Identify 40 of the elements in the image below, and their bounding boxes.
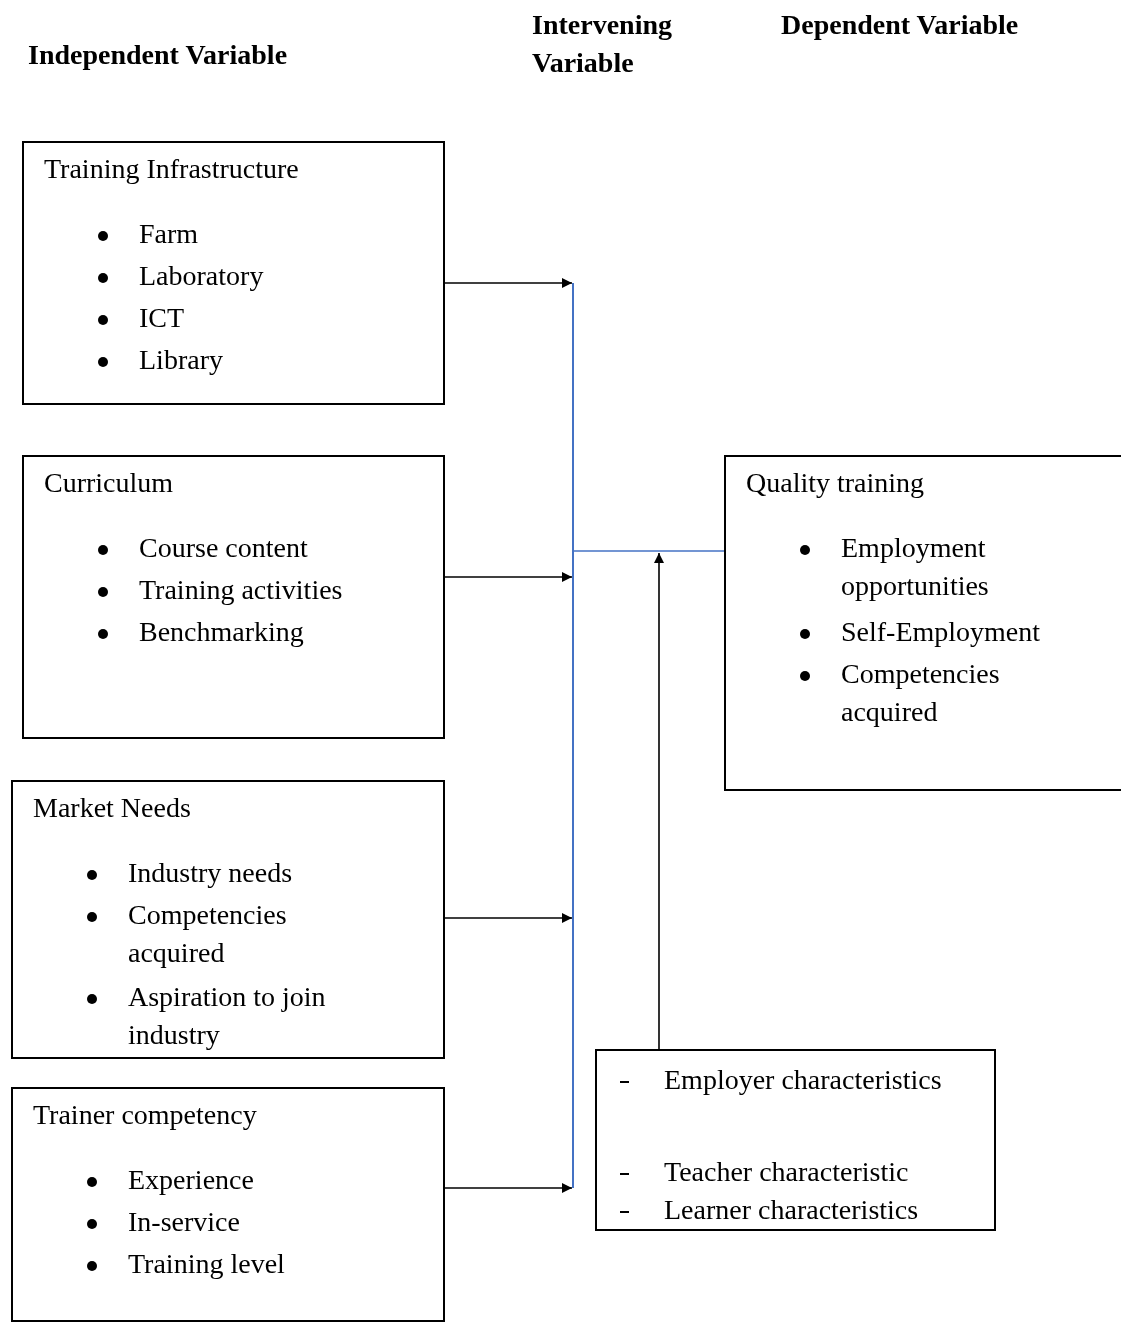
box-heading: Quality training	[746, 467, 925, 499]
list-item: Training level	[128, 1247, 286, 1281]
list-item: Competencies acquired	[841, 657, 1001, 729]
arrow	[444, 572, 573, 582]
arrow	[444, 913, 573, 923]
list-item: Learner characteristics	[664, 1193, 920, 1227]
list-item: Aspiration to join industry	[128, 980, 327, 1052]
list-item: Course content	[139, 531, 309, 565]
arrow	[654, 552, 664, 1050]
variable-box	[22, 455, 445, 739]
list-item: Training activities	[139, 573, 344, 607]
variable-box	[11, 780, 445, 1059]
variable-box	[11, 1087, 445, 1322]
list-item: Library	[139, 343, 224, 377]
list-item: Laboratory	[139, 259, 265, 293]
box-heading: Training Infrastructure	[44, 153, 299, 185]
list-item: Farm	[139, 217, 200, 251]
list-item: In-service	[128, 1205, 241, 1239]
list-item: ICT	[139, 301, 186, 335]
list-item: Experience	[128, 1163, 255, 1197]
arrow	[444, 278, 573, 288]
column-heading: Independent Variable	[28, 38, 289, 72]
variable-box	[22, 141, 445, 405]
box-heading: Market Needs	[33, 792, 191, 824]
list-item: Industry needs	[128, 856, 294, 890]
column-heading: Intervening Variable	[532, 8, 673, 80]
list-item: Benchmarking	[139, 615, 305, 649]
connector-bar	[572, 283, 574, 1188]
list-item: Employment opportunities	[841, 531, 990, 603]
connector-line	[573, 550, 725, 552]
arrow	[444, 1183, 573, 1193]
list-item: Employer characteristics	[664, 1063, 943, 1097]
box-heading: Curriculum	[44, 467, 174, 499]
variable-box	[724, 455, 1121, 791]
variable-box	[595, 1049, 996, 1231]
list-item: Teacher characteristic	[664, 1155, 910, 1189]
box-heading: Trainer competency	[33, 1099, 257, 1131]
list-item: Competencies acquired	[128, 898, 288, 970]
list-item: Self-Employment	[841, 615, 1042, 649]
column-heading: Dependent Variable	[781, 8, 1020, 42]
